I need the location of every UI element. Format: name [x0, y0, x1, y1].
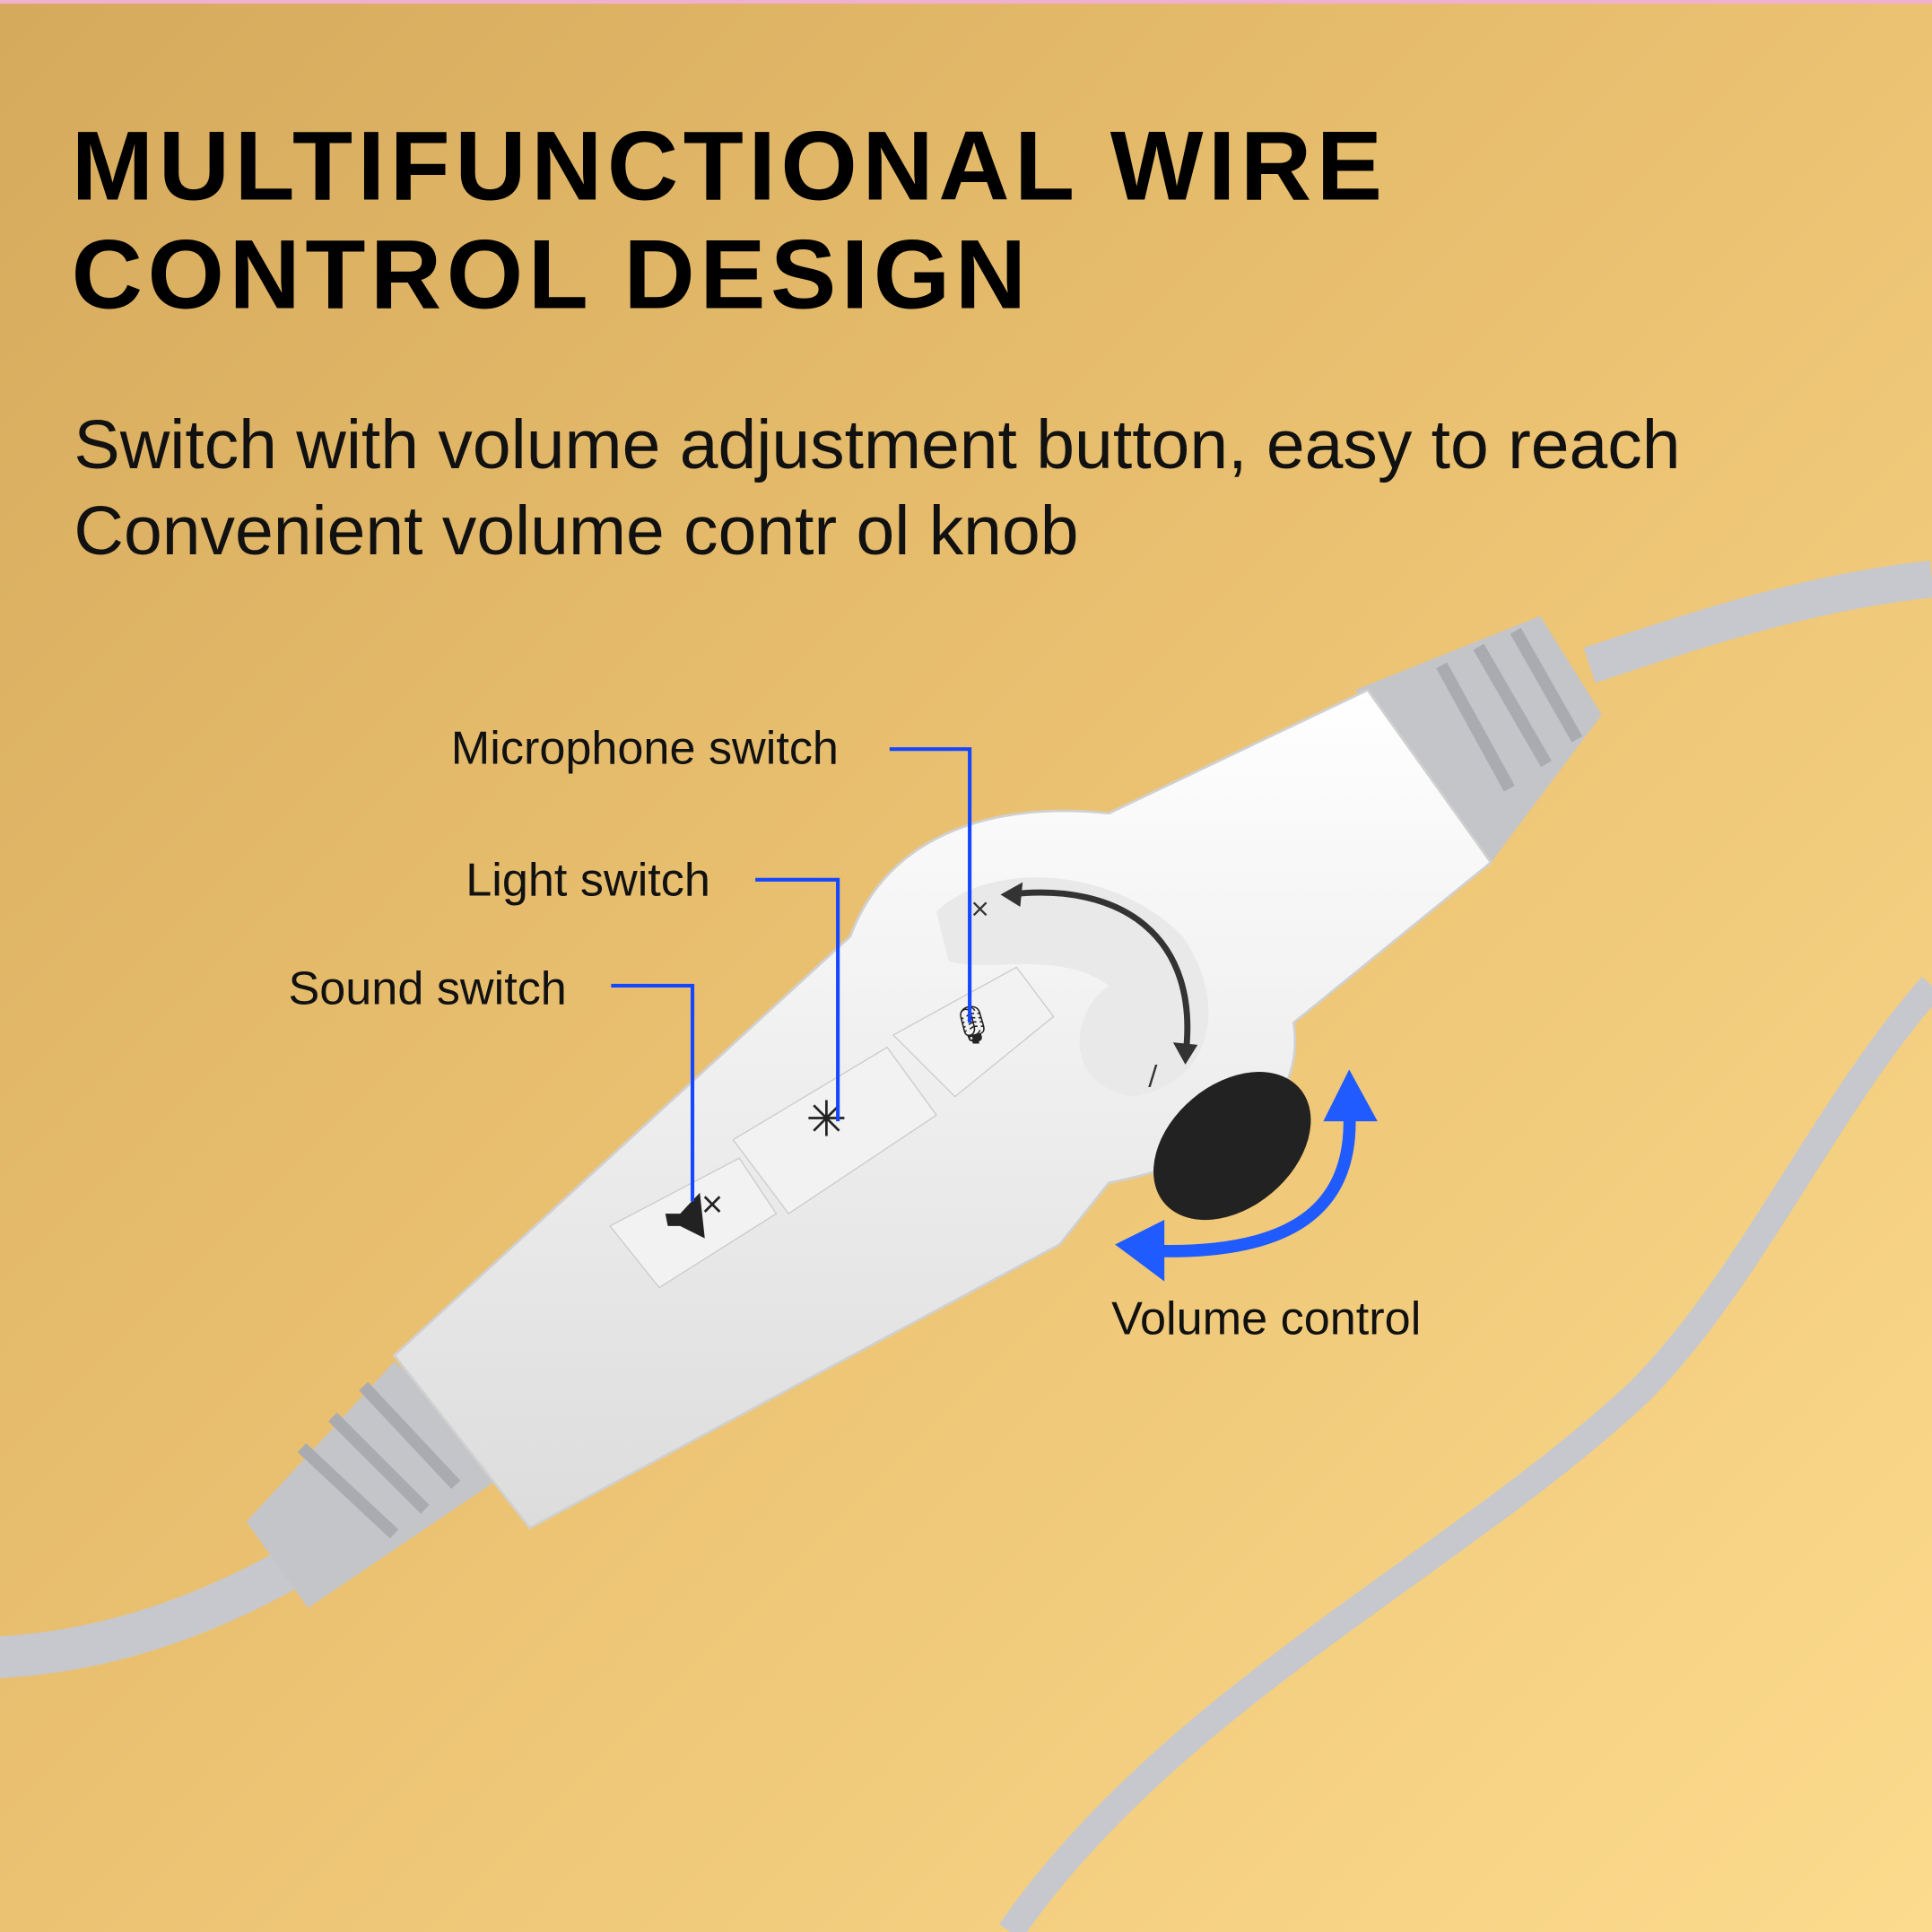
volume-arrow-head-left — [1115, 1219, 1165, 1282]
sound-switch-label: Sound switch — [288, 963, 566, 1015]
light-icon: ✳ — [805, 1091, 847, 1148]
volume-arrow-icon — [1145, 1108, 1356, 1258]
description-line-1: Switch with volume adjustment button, ea… — [74, 406, 1680, 483]
cable-lower-loop — [999, 977, 1932, 1932]
mute-x-mark: × — [700, 1186, 725, 1221]
grip-ridges-left — [297, 1381, 461, 1539]
sound-leader-line — [611, 983, 695, 1202]
speaker-mute-icon — [665, 1192, 705, 1239]
sound-switch-button[interactable]: × — [608, 1157, 778, 1289]
cable-right-upper — [1583, 561, 1932, 683]
microphone-leader-line — [889, 747, 972, 1023]
dial-recess — [936, 877, 1209, 1097]
description-line-2: Convenient volume contr ol knob — [74, 492, 1078, 570]
headline-line-2: CONTROL DESIGN — [72, 220, 1031, 329]
volume-knob[interactable] — [1125, 1041, 1340, 1249]
microphone-mute-icon: 🎙 — [949, 1004, 996, 1047]
light-switch-label: Light switch — [466, 855, 710, 907]
microphone-switch-label: Microphone switch — [451, 723, 839, 775]
top-edge-strip — [0, 0, 1932, 4]
cable-left — [0, 1544, 318, 1679]
volume-arrow-head-up — [1323, 1069, 1378, 1122]
headline-line-1: MULTIFUNCTIONAL WIRE — [72, 112, 1388, 222]
microphone-switch-button[interactable]: 🎙 — [892, 966, 1055, 1098]
volume-arc-icon — [1007, 889, 1191, 1058]
light-switch-button[interactable]: ✳ — [732, 1046, 938, 1215]
arc-arrowhead-top — [1000, 882, 1023, 908]
light-leader-line — [755, 877, 840, 1122]
arc-arrowhead-bottom — [1172, 1042, 1198, 1065]
grip-ridges-right — [1436, 627, 1583, 792]
plus-mark: × — [970, 895, 990, 923]
volume-control-label: Volume control — [1111, 1293, 1421, 1345]
minus-mark: / — [1148, 1060, 1158, 1092]
